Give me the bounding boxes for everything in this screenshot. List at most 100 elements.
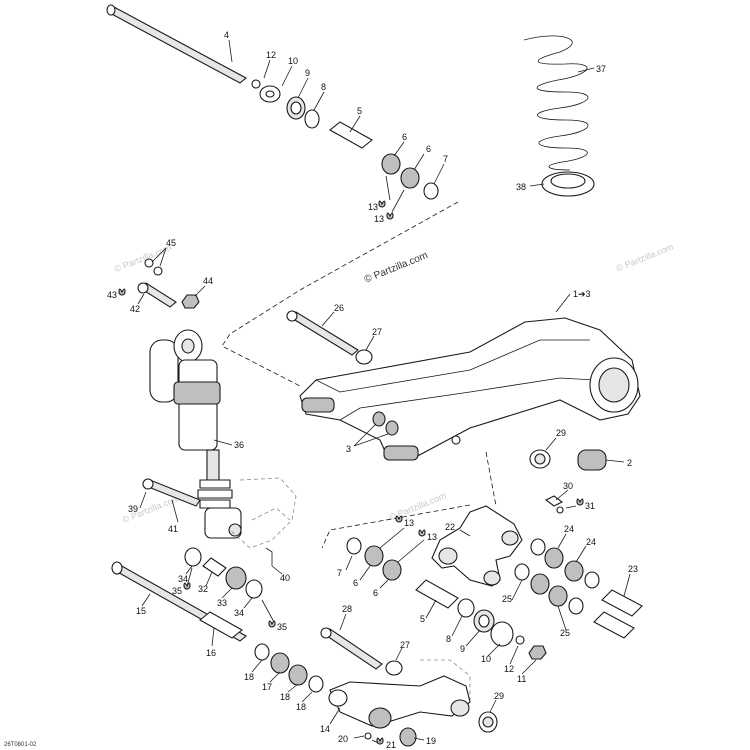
callout-8: 8 [446, 634, 451, 644]
partzilla-watermark-faint: © Partzilla.com [615, 242, 675, 274]
bearing [288, 664, 308, 686]
spacer-sleeve [415, 579, 459, 609]
swing-arm-front-bushing [383, 445, 419, 461]
partzilla-watermark: © Partzilla.com [363, 250, 430, 285]
lock-nut [528, 645, 547, 660]
shock-shaft [206, 449, 220, 481]
bearing [544, 547, 564, 569]
callout-15: 15 [136, 606, 146, 616]
callout-11: 11 [517, 674, 526, 684]
callout-9: 9 [305, 68, 310, 78]
assembly-guide-line [485, 451, 497, 507]
callout-19: 19 [426, 736, 436, 746]
bearing [364, 545, 384, 567]
callout-45: 45 [166, 238, 176, 248]
callout-18: 18 [280, 692, 290, 702]
callout-9: 9 [460, 644, 465, 654]
grease-drop-icon [183, 582, 191, 590]
callout-38: 38 [516, 182, 526, 192]
bearing [530, 573, 550, 595]
pivot-axle-shaft [107, 6, 247, 84]
callout-7: 7 [443, 154, 448, 164]
seal-ring-hole [290, 101, 302, 115]
callout-1-to-3: 1➔3 [573, 289, 591, 299]
callout-7: 7 [337, 568, 342, 578]
callout-6: 6 [373, 588, 378, 598]
swing-arm-body [299, 317, 641, 461]
callout-13: 13 [368, 202, 378, 212]
pin-clip [265, 547, 273, 566]
o-ring [304, 109, 320, 129]
washer [245, 579, 263, 599]
callout-14: 14 [320, 724, 330, 734]
callout-37: 37 [596, 64, 606, 74]
callout-26: 26 [334, 303, 344, 313]
callout-5: 5 [420, 614, 425, 624]
lower-link-hardware [320, 627, 403, 676]
spacer-sleeve [329, 121, 373, 149]
spacer [202, 557, 227, 577]
lower-axle-group [111, 561, 324, 693]
spacer-sleeve [199, 611, 243, 639]
lock-nut [181, 294, 200, 309]
grease-fitting [364, 732, 372, 740]
coil-spring [523, 35, 595, 197]
callout-36: 36 [234, 440, 244, 450]
callout-12: 12 [266, 50, 276, 60]
callout-31: 31 [585, 501, 595, 511]
shock-upper-hardware [137, 258, 200, 309]
callout-34: 34 [178, 574, 188, 584]
bearing [381, 153, 401, 175]
washer [355, 349, 373, 365]
bearing [564, 560, 584, 582]
rocker-right-hardware [514, 538, 643, 639]
callout-12: 12 [504, 664, 514, 674]
callout-34: 34 [234, 608, 244, 618]
reservoir [149, 339, 179, 403]
link-bushing [368, 707, 392, 729]
callout-13: 13 [374, 214, 384, 224]
callout-21: 21 [386, 740, 396, 750]
callout-39: 39 [128, 504, 138, 514]
bearing [400, 167, 420, 189]
grease-drop-icon [378, 200, 386, 208]
rocker-left-hardware [346, 537, 547, 660]
callout-27: 27 [372, 327, 382, 337]
callout-32: 32 [198, 584, 208, 594]
swing-arm-bolt [289, 311, 359, 356]
grease-drop-icon [576, 498, 584, 506]
callout-6: 6 [353, 578, 358, 588]
callout-33: 33 [217, 598, 227, 608]
callout-35: 35 [277, 622, 287, 632]
callout-24: 24 [564, 524, 574, 534]
retaining-ring [423, 182, 439, 200]
callout-10: 10 [288, 56, 298, 66]
rocker-arm-body [431, 505, 523, 587]
callout-35: 35 [172, 586, 182, 596]
bump-stop [197, 479, 233, 509]
frame-bracket-outline [229, 477, 297, 549]
grease-fitting [544, 495, 564, 507]
drawing-reference-code: 26T0801-02 [4, 742, 37, 748]
callout-17: 17 [262, 682, 272, 692]
callout-3: 3 [346, 444, 351, 454]
grease-drop-icon [386, 212, 394, 220]
callout-13: 13 [427, 532, 437, 542]
callout-10: 10 [481, 654, 491, 664]
washer [184, 547, 202, 567]
callout-27: 27 [400, 640, 410, 650]
bearing [382, 559, 402, 581]
bearing [270, 652, 290, 674]
callout-5: 5 [357, 106, 362, 116]
callout-22: 22 [445, 522, 455, 532]
pivot-axle-group [106, 4, 439, 200]
assembly-guide-line [321, 504, 471, 549]
washer-large [490, 621, 514, 647]
bushing [399, 727, 417, 747]
washer-small [251, 79, 261, 89]
callout-28: 28 [342, 604, 352, 614]
shock-absorber [149, 329, 242, 539]
callout-18: 18 [244, 672, 254, 682]
bearing [548, 585, 568, 607]
lower-link-arm [328, 659, 471, 729]
